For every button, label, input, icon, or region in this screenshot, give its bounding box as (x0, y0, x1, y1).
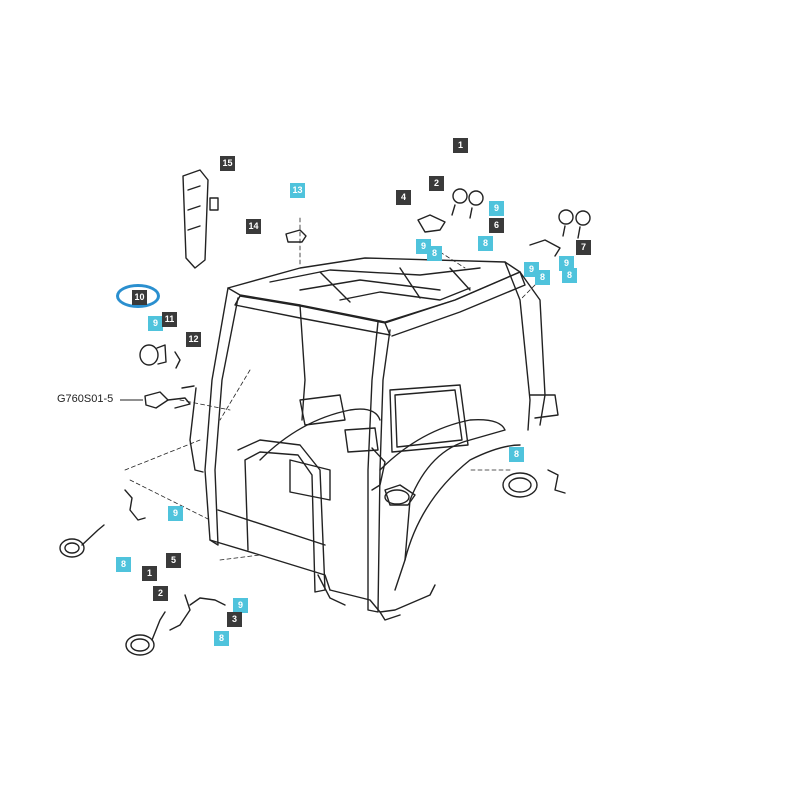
callout-9-low-left[interactable]: 9 (168, 506, 183, 521)
callout-9-right-b[interactable]: 9 (559, 256, 574, 271)
callout-5-bottom[interactable]: 5 (166, 553, 181, 568)
callout-7-top[interactable]: 7 (576, 240, 591, 255)
callout-8-top-a[interactable]: 8 (427, 246, 442, 261)
callout-8-low-left[interactable]: 8 (116, 557, 131, 572)
callout-1-top[interactable]: 1 (453, 138, 468, 153)
part-14 (285, 229, 307, 243)
callout-8-right-a[interactable]: 8 (535, 270, 550, 285)
callout-8-top-b[interactable]: 8 (478, 236, 493, 251)
cab-frame (181, 257, 559, 621)
callout-9-bottom[interactable]: 9 (233, 598, 248, 613)
callout-2-bottom[interactable]: 2 (153, 586, 168, 601)
callout-9-left[interactable]: 9 (148, 316, 163, 331)
callout-1-bottom[interactable]: 1 (142, 566, 157, 581)
callout-11[interactable]: 11 (162, 312, 177, 327)
front-light-lower-left (125, 594, 226, 656)
rear-work-light (502, 469, 566, 498)
callout-2-top[interactable]: 2 (429, 176, 444, 191)
callout-8-mid-right[interactable]: 8 (509, 447, 524, 462)
callout-8-bottom[interactable]: 8 (214, 631, 229, 646)
callout-6-top[interactable]: 6 (489, 218, 504, 233)
roof-work-light-left (417, 188, 484, 233)
side-beacon-light (139, 344, 181, 369)
callout-12[interactable]: 12 (186, 332, 201, 347)
callout-10[interactable]: 10 (132, 290, 147, 305)
reference-code-label: G760S01-5 (57, 393, 114, 405)
highlight-ring (116, 284, 160, 308)
callout-14[interactable]: 14 (246, 219, 261, 234)
callout-15[interactable]: 15 (220, 156, 235, 171)
callout-9-top-a[interactable]: 9 (489, 201, 504, 216)
pillar-bracket (182, 169, 219, 269)
callout-3-bottom[interactable]: 3 (227, 612, 242, 627)
front-light-upper-left (59, 489, 146, 558)
callout-4-top[interactable]: 4 (396, 190, 411, 205)
leader-lines (124, 217, 541, 561)
callout-13[interactable]: 13 (290, 183, 305, 198)
mirror-light-assembly (144, 391, 191, 409)
callout-8-right-b[interactable]: 8 (562, 268, 577, 283)
roof-work-light-right (529, 209, 591, 257)
